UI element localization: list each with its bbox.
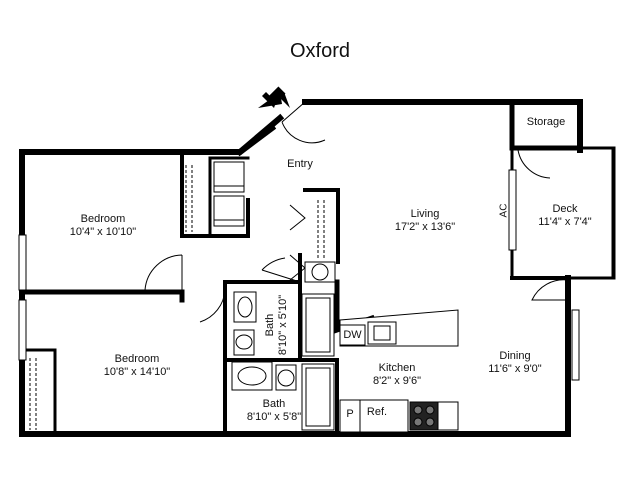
dining-name: Dining <box>499 350 531 362</box>
bedroom1-size: 10'4" x 10'10" <box>69 226 137 238</box>
living-label: Living 17'2" x 13'6" <box>385 208 465 234</box>
entry-label: Entry <box>287 158 313 170</box>
bedroom1-label: Bedroom 10'4" x 10'10" <box>58 213 148 239</box>
exterior-wall <box>19 99 583 155</box>
kitchen-name: Kitchen <box>378 362 416 374</box>
ac-label: AC <box>498 203 510 218</box>
bath2-size: 8'10" x 5'8" <box>246 411 302 423</box>
bedroom1-door-swing <box>144 254 183 292</box>
refrigerator <box>359 399 409 433</box>
window <box>571 309 580 381</box>
deck-label: Deck 11'4" x 7'4" <box>525 203 605 229</box>
window <box>508 169 517 251</box>
window <box>18 234 27 291</box>
entry-wall <box>235 123 277 157</box>
bedroom2-label: Bedroom 10'8" x 14'10" <box>92 353 182 379</box>
living-size: 17'2" x 13'6" <box>394 221 456 233</box>
deck-size: 11'4" x 7'4" <box>538 216 592 228</box>
bedroom1-name: Bedroom <box>80 213 126 225</box>
dining-door-swing <box>531 279 569 301</box>
bath1-size: 8'10" x 5'10" <box>277 294 289 356</box>
closet-wall <box>303 188 340 264</box>
living-name: Living <box>410 208 440 220</box>
kitchen-size: 8'2" x 9'6" <box>372 375 422 387</box>
stove <box>409 401 439 431</box>
bedroom2-size: 10'8" x 14'10" <box>103 366 171 378</box>
bath1-door-swing <box>261 257 301 283</box>
dishwasher-label: DW <box>343 329 362 341</box>
bath2-name: Bath <box>262 398 286 410</box>
storage-label: Storage <box>526 116 566 128</box>
dishwasher <box>339 324 366 346</box>
dining-size: 11'6" x 9'0" <box>488 363 542 375</box>
bedroom1-wall <box>19 289 185 303</box>
closet-door <box>289 204 306 281</box>
plan-title: Oxford <box>289 40 351 62</box>
hall-door-swing <box>199 289 226 323</box>
kitchen-label: Kitchen 8'2" x 9'6" <box>362 362 432 388</box>
window <box>18 299 27 361</box>
dryer <box>213 195 245 227</box>
bath1-label: Bath 8'10" x 5'10" <box>264 290 290 360</box>
washer <box>213 161 245 193</box>
bath2-label: Bath 8'10" x 5'8" <box>234 398 314 424</box>
deck-name: Deck <box>552 203 578 215</box>
entry-door-swing <box>281 101 326 144</box>
pantry-label: P <box>346 408 354 420</box>
dining-label: Dining 11'6" x 9'0" <box>475 350 555 376</box>
storage-door-swing <box>517 149 551 179</box>
bath1-name: Bath <box>264 313 276 337</box>
bedroom2-name: Bedroom <box>114 353 160 365</box>
refrigerator-label: Ref. <box>366 406 388 418</box>
